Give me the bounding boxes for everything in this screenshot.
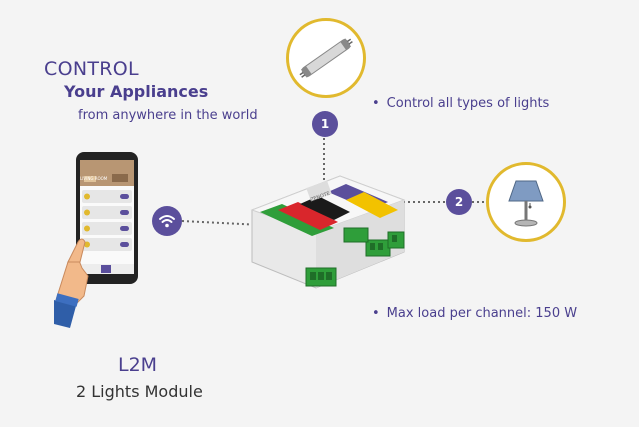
- module-device-icon: [250, 175, 406, 289]
- headline-control: CONTROL: [44, 58, 139, 80]
- smartphone-with-hand: [54, 150, 154, 330]
- headline-subtitle: Your Appliances: [64, 82, 209, 101]
- phone-screen-title: LIVING ROOM: [80, 176, 108, 181]
- wifi-icon: [152, 206, 182, 236]
- feature-control-lights: Control all types of lights: [372, 96, 550, 111]
- table-lamp-image: [486, 162, 566, 242]
- badge-one: 1: [312, 111, 338, 137]
- tube-light-image: [286, 18, 366, 98]
- smartphone-icon: [54, 152, 138, 328]
- table-lamp-icon: [508, 180, 544, 227]
- product-name: L2M: [118, 354, 158, 376]
- badge-two: 2: [446, 189, 472, 215]
- l2m-module-image: [248, 170, 408, 302]
- tube-light-icon: [299, 38, 353, 78]
- product-description: 2 Lights Module: [76, 382, 203, 401]
- headline-tagline: from anywhere in the world: [78, 108, 258, 123]
- feature-max-load: Max load per channel: 150 W: [372, 306, 577, 321]
